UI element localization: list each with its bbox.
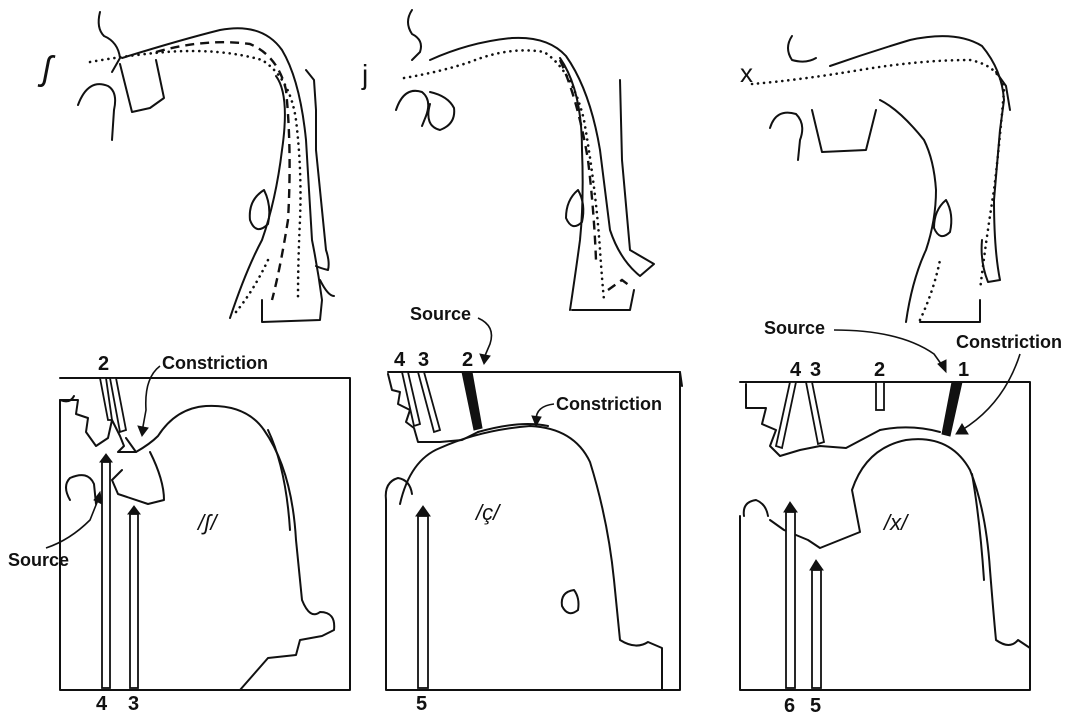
model-c-top-probe-2: 2 [462,349,473,371]
tracing-sh: ʃ [37,12,334,322]
model-c-source-arrow [478,318,492,358]
model-sh: /ʃ/ 2 Constriction Source 4 3 [8,353,350,715]
model-sh-constriction-arrow [142,366,160,432]
model-x: /x/ Source 4 3 2 1 Constriction 6 5 [740,318,1062,717]
model-sh-phoneme: /ʃ/ [196,510,219,535]
model-c-constriction-label: Constriction [556,394,662,414]
model-x-phoneme: /x/ [882,510,909,535]
model-c-top-probe-4: 4 [394,349,406,371]
model-x-top-probe-4: 4 [790,359,802,381]
model-c-cedilla: /ç/ Source 4 3 2 Constriction 5 [386,304,682,715]
model-sh-bottom-probe-4: 4 [96,693,108,715]
model-x-constriction-label: Constriction [956,332,1062,352]
model-sh-source-label: Source [8,550,69,570]
model-sh-top-probe-2: 2 [98,353,109,375]
model-sh-constriction-label: Constriction [162,353,268,373]
model-x-source-label: Source [764,318,825,338]
model-c-top-probe-3: 3 [418,349,429,371]
model-x-constriction-arrow [962,354,1020,430]
tracing-x: x [740,36,1010,322]
model-x-top-probe-1: 1 [958,359,969,381]
tracing-j-symbol: j [361,59,368,90]
model-sh-source-arrow [46,500,98,548]
model-sh-bottom-probe-3: 3 [128,693,139,715]
model-c-phoneme: /ç/ [474,500,501,525]
tracing-j: j [361,10,654,310]
model-x-top-probe-2: 2 [874,359,885,381]
model-x-bottom-probe-5: 5 [810,695,821,717]
model-x-source-arrow [834,330,944,368]
model-x-bottom-probe-6: 6 [784,695,795,717]
model-x-top-probe-3: 3 [810,359,821,381]
model-c-source-label: Source [410,304,471,324]
tracing-sh-symbol: ʃ [37,50,56,88]
model-c-bottom-probe-5: 5 [416,693,427,715]
